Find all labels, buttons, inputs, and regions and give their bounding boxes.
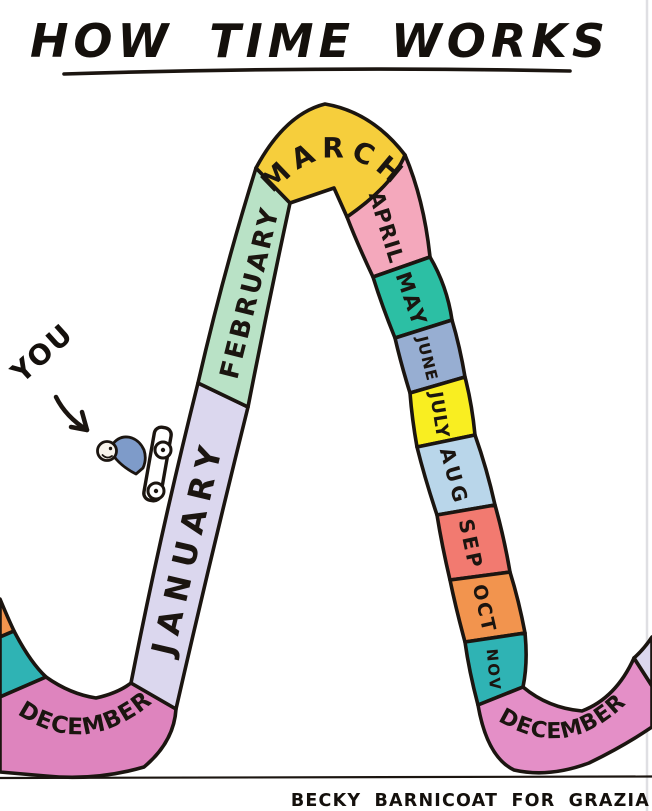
you-label: YOU bbox=[4, 317, 80, 390]
rider-smile bbox=[101, 454, 113, 459]
ground-line bbox=[0, 775, 652, 780]
page-title: HOW TIME WORKS bbox=[30, 14, 610, 68]
cart-wheel-bottom-hub bbox=[153, 488, 159, 494]
title-underline bbox=[62, 67, 572, 76]
segment-next-january bbox=[632, 635, 652, 688]
month-label-november: NOV bbox=[483, 648, 505, 692]
cart-wheel-top-hub bbox=[160, 447, 166, 453]
you-arrow-icon bbox=[53, 394, 90, 433]
segment-april bbox=[345, 153, 432, 279]
segment-december-right bbox=[476, 656, 652, 775]
credit-line: BECKY BARNICOAT FOR GRAZIA bbox=[291, 791, 650, 811]
rider-figure bbox=[96, 425, 173, 503]
segment-december-left bbox=[0, 675, 178, 780]
rider-eye bbox=[108, 446, 113, 451]
